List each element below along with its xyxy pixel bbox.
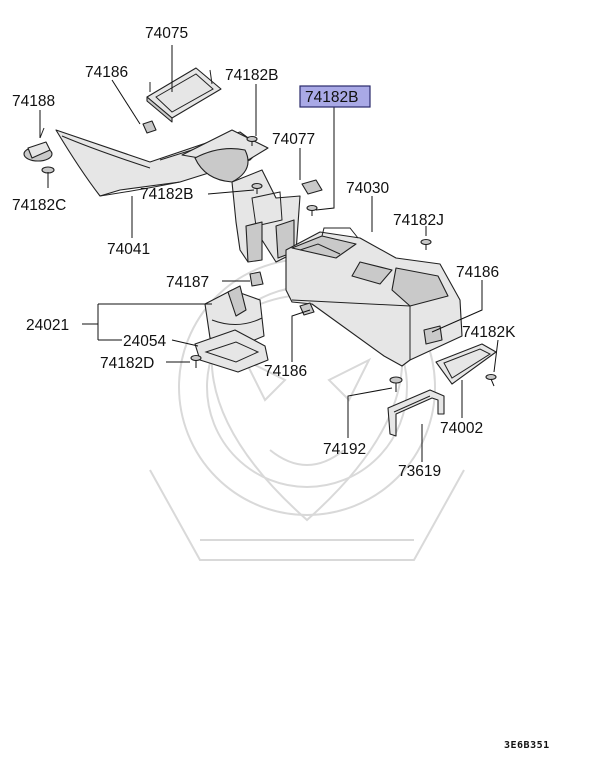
part-74182K-drawing [485,373,497,387]
part-74182B-screws-drawing [246,135,318,216]
label-74182J[interactable]: 74182J [393,212,444,229]
label-74077[interactable]: 74077 [272,131,315,148]
label-74182B-top[interactable]: 74182B [225,67,278,84]
part-74188-drawing [23,127,53,162]
part-74182C-drawing [41,166,55,178]
label-74182B-highlighted[interactable]: 74182B [305,89,358,106]
label-74187[interactable]: 74187 [166,274,209,291]
part-74075-drawing [146,67,222,123]
part-74192-drawing [389,376,403,392]
label-24021[interactable]: 24021 [26,317,69,334]
label-74030[interactable]: 74030 [346,180,389,197]
diagram-code: 3E6B351 [504,740,550,751]
highlight-box-74182B [299,85,371,108]
part-74187-drawing [249,271,264,287]
label-74188[interactable]: 74188 [12,93,55,110]
label-74041[interactable]: 74041 [107,241,150,258]
part-24021-drawing [204,285,265,347]
part-73619-drawing [387,389,445,437]
part-74030-drawing [285,227,463,367]
part-74077-drawing [301,179,323,195]
part-74041-drawing [55,129,301,263]
label-74182K[interactable]: 74182K [462,324,516,341]
label-74075[interactable]: 74075 [145,25,188,42]
label-74182D[interactable]: 74182D [100,355,154,372]
label-24054[interactable]: 24054 [123,333,166,350]
label-74192[interactable]: 74192 [323,441,366,458]
label-74186-bottom[interactable]: 74186 [264,363,307,380]
label-73619[interactable]: 73619 [398,463,441,480]
label-74186-top[interactable]: 74186 [85,64,128,81]
label-74186-right[interactable]: 74186 [456,264,499,281]
leader-lines [39,45,499,462]
label-74182C[interactable]: 74182C [12,197,66,214]
part-74186-bottom-drawing [299,302,315,316]
part-74182J-drawing [420,238,432,250]
part-74186-top-drawing [142,120,157,134]
label-74182B-mid[interactable]: 74182B [140,186,193,203]
label-74002[interactable]: 74002 [440,420,483,437]
part-74182D-drawing [190,354,202,368]
